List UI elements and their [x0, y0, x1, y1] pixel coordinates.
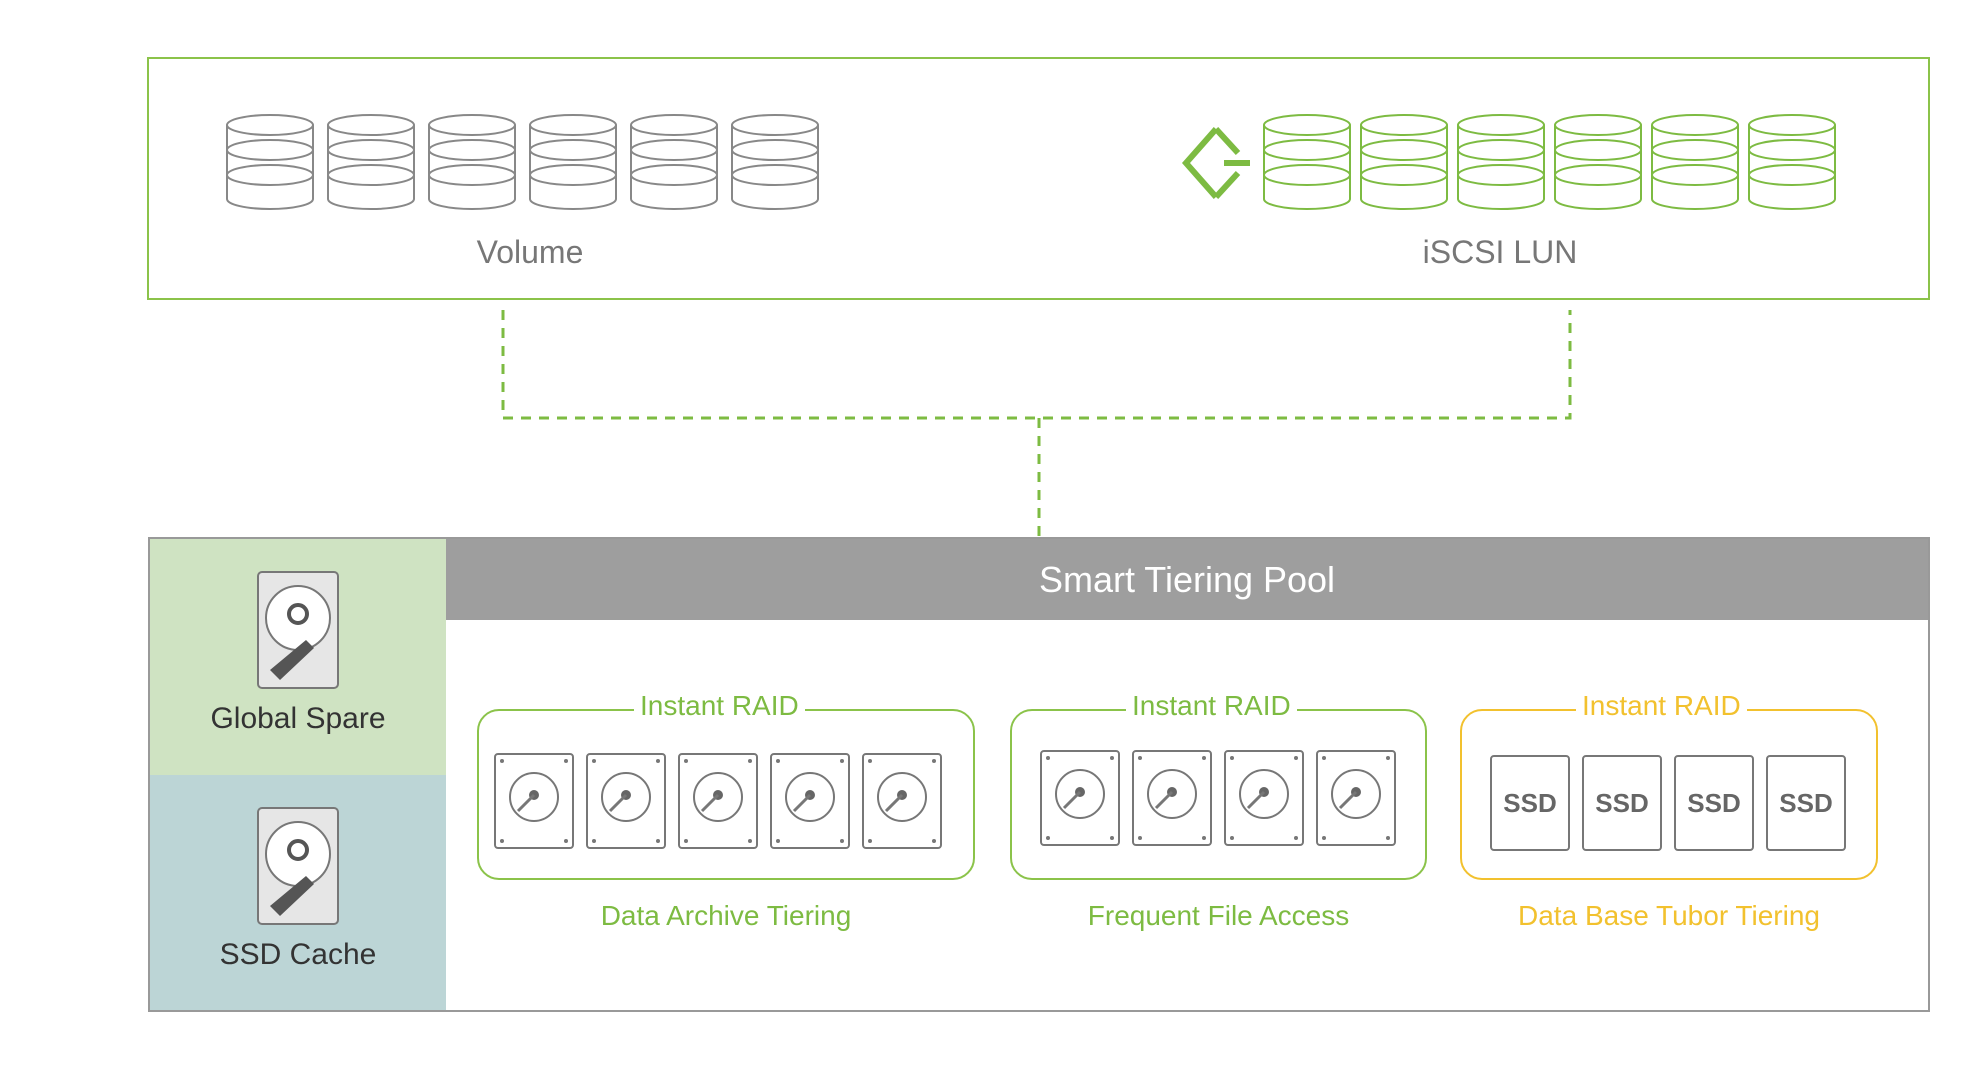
ssd-icon: SSD — [1766, 755, 1846, 851]
hard-drive-icon — [586, 753, 666, 849]
hard-drive-icon — [862, 753, 942, 849]
hard-drive-icon — [678, 753, 758, 849]
database-icon — [1748, 114, 1836, 210]
pool-title: Smart Tiering Pool — [446, 539, 1928, 620]
database-icon — [1263, 114, 1351, 210]
database-icon — [1554, 114, 1642, 210]
hard-drive-icon — [494, 753, 574, 849]
raid-title: Instant RAID — [634, 690, 805, 722]
database-icon — [1457, 114, 1545, 210]
ssd-icon: SSD — [1674, 755, 1754, 851]
hard-drive-icon — [257, 571, 339, 689]
hard-drive-icon — [770, 753, 850, 849]
hard-drive-icon — [1224, 750, 1304, 846]
database-icon — [731, 114, 819, 210]
database-icon — [226, 114, 314, 210]
iscsi-lun-label: iSCSI LUN — [1422, 234, 1578, 270]
volume-label: Volume — [476, 234, 584, 270]
database-icon — [630, 114, 718, 210]
hard-drive-icon — [257, 807, 339, 925]
hard-drive-icon — [1132, 750, 1212, 846]
hard-drive-icon — [770, 753, 850, 849]
storage-targets-box — [147, 57, 1930, 300]
raid-title: Instant RAID — [1126, 690, 1297, 722]
hard-drive-icon — [1316, 750, 1396, 846]
raid-caption-database: Data Base Tubor Tiering — [1518, 900, 1820, 931]
raid-caption-archive: Data Archive Tiering — [600, 900, 852, 931]
raid-caption-frequent: Frequent File Access — [1087, 900, 1350, 931]
raid-disks-archive — [494, 753, 964, 849]
hard-drive-icon — [494, 753, 574, 849]
database-icon — [529, 114, 617, 210]
hard-drive-icon — [586, 753, 666, 849]
hard-drive-icon — [1040, 750, 1120, 846]
iscsi-database-icons — [1263, 114, 1836, 210]
hard-drive-icon — [1316, 750, 1396, 846]
ssd-icon: SSD — [1490, 755, 1570, 851]
global-spare-label: Global Spare — [210, 702, 386, 735]
hard-drive-icon — [1224, 750, 1304, 846]
hard-drive-icon — [862, 753, 942, 849]
raid-disks-frequent — [1040, 750, 1410, 846]
hard-drive-icon — [678, 753, 758, 849]
dashed-connectors — [501, 310, 1572, 536]
ssd-cache-label: SSD Cache — [219, 938, 377, 971]
ssd-icon: SSD — [1582, 755, 1662, 851]
database-icon — [1651, 114, 1739, 210]
volume-database-icons — [226, 114, 819, 210]
database-icon — [1360, 114, 1448, 210]
target-arrow-icon — [1181, 126, 1250, 200]
database-icon — [428, 114, 516, 210]
hard-drive-icon — [1132, 750, 1212, 846]
raid-title: Instant RAID — [1576, 690, 1747, 722]
database-icon — [327, 114, 415, 210]
hard-drive-icon — [1040, 750, 1120, 846]
